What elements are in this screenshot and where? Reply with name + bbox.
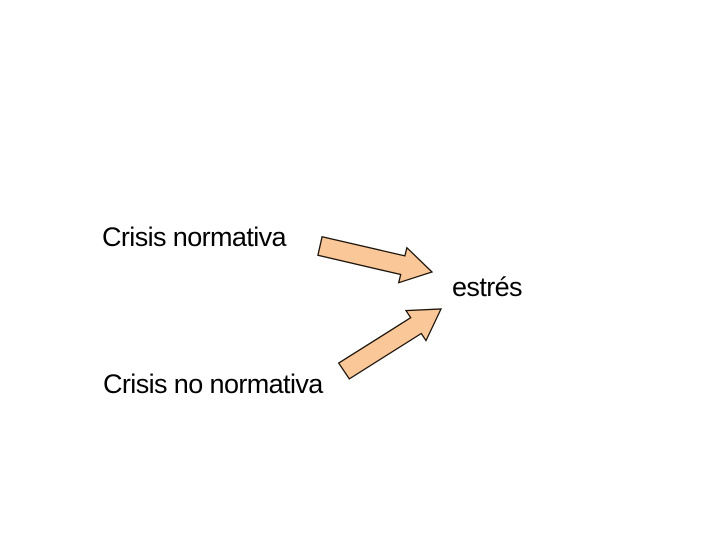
label-crisis-no-normativa: Crisis no normativa	[103, 369, 323, 399]
block-arrow-up-right-icon	[337, 308, 443, 380]
label-crisis-normativa: Crisis normativa	[102, 222, 287, 252]
block-arrow-down-right-icon	[317, 235, 434, 284]
label-estres: estrés	[452, 272, 523, 302]
